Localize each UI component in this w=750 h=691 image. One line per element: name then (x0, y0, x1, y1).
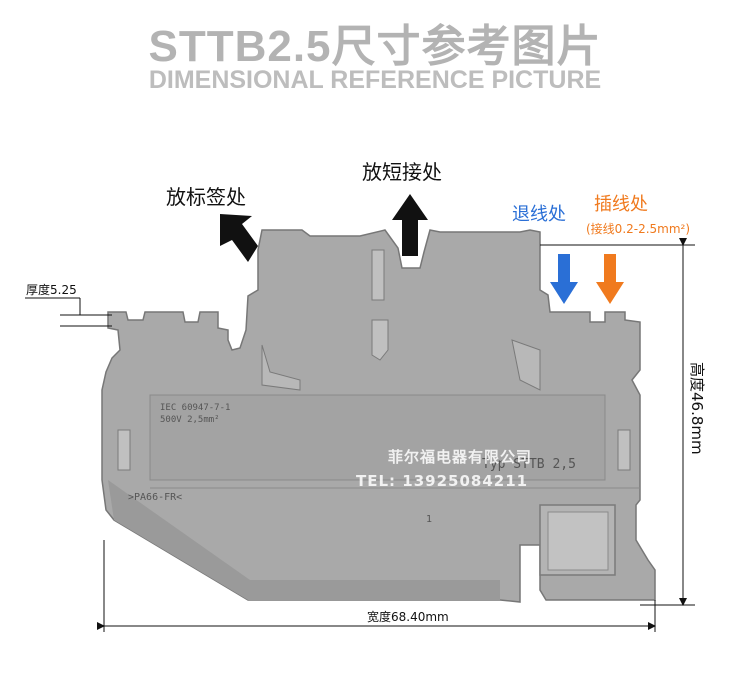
marking-rating: 500V 2,5mm² (160, 415, 220, 425)
watermark-tel: TEL: 13925084211 (356, 472, 529, 490)
right-clip (617, 429, 631, 471)
body-shadow (108, 480, 500, 600)
marking-standard: IEC 60947-7-1 (160, 403, 230, 413)
marking-type: Typ STTB 2,5 (482, 457, 576, 472)
marking-panel (149, 394, 606, 481)
right-spring (511, 339, 541, 391)
marking-material: >PA66-FR< (128, 492, 182, 503)
page-title: STTB2.5尺寸参考图片 (148, 22, 602, 71)
arrow-label-slot (220, 214, 258, 262)
dimension-height: 高度46.8mm (688, 362, 706, 455)
dimension-thickness: 厚度5.25 (26, 283, 77, 297)
arrow-short-slot (392, 194, 428, 256)
callout-release: 退线处 (512, 204, 566, 225)
arrow-release-blue (550, 254, 578, 304)
center-slot-lower (371, 319, 389, 361)
callout-insert: 插线处 (594, 194, 648, 215)
center-slot-upper (371, 249, 385, 301)
watermark-company: 菲尔福电器有限公司 (388, 448, 533, 466)
left-spring (261, 344, 301, 391)
callout-label-slot: 放标签处 (166, 185, 246, 209)
callout-short-slot: 放短接处 (362, 160, 442, 184)
page-subtitle: DIMENSIONAL REFERENCE PICTURE (148, 66, 602, 94)
lower-window-inner (547, 511, 609, 571)
left-clip (117, 429, 131, 471)
dimension-width: 宽度68.40mm (364, 608, 452, 625)
marking-number: 1 (426, 514, 432, 525)
callout-insert-note: (接线0.2-2.5mm²) (586, 222, 691, 236)
arrow-insert-orange (596, 254, 624, 304)
